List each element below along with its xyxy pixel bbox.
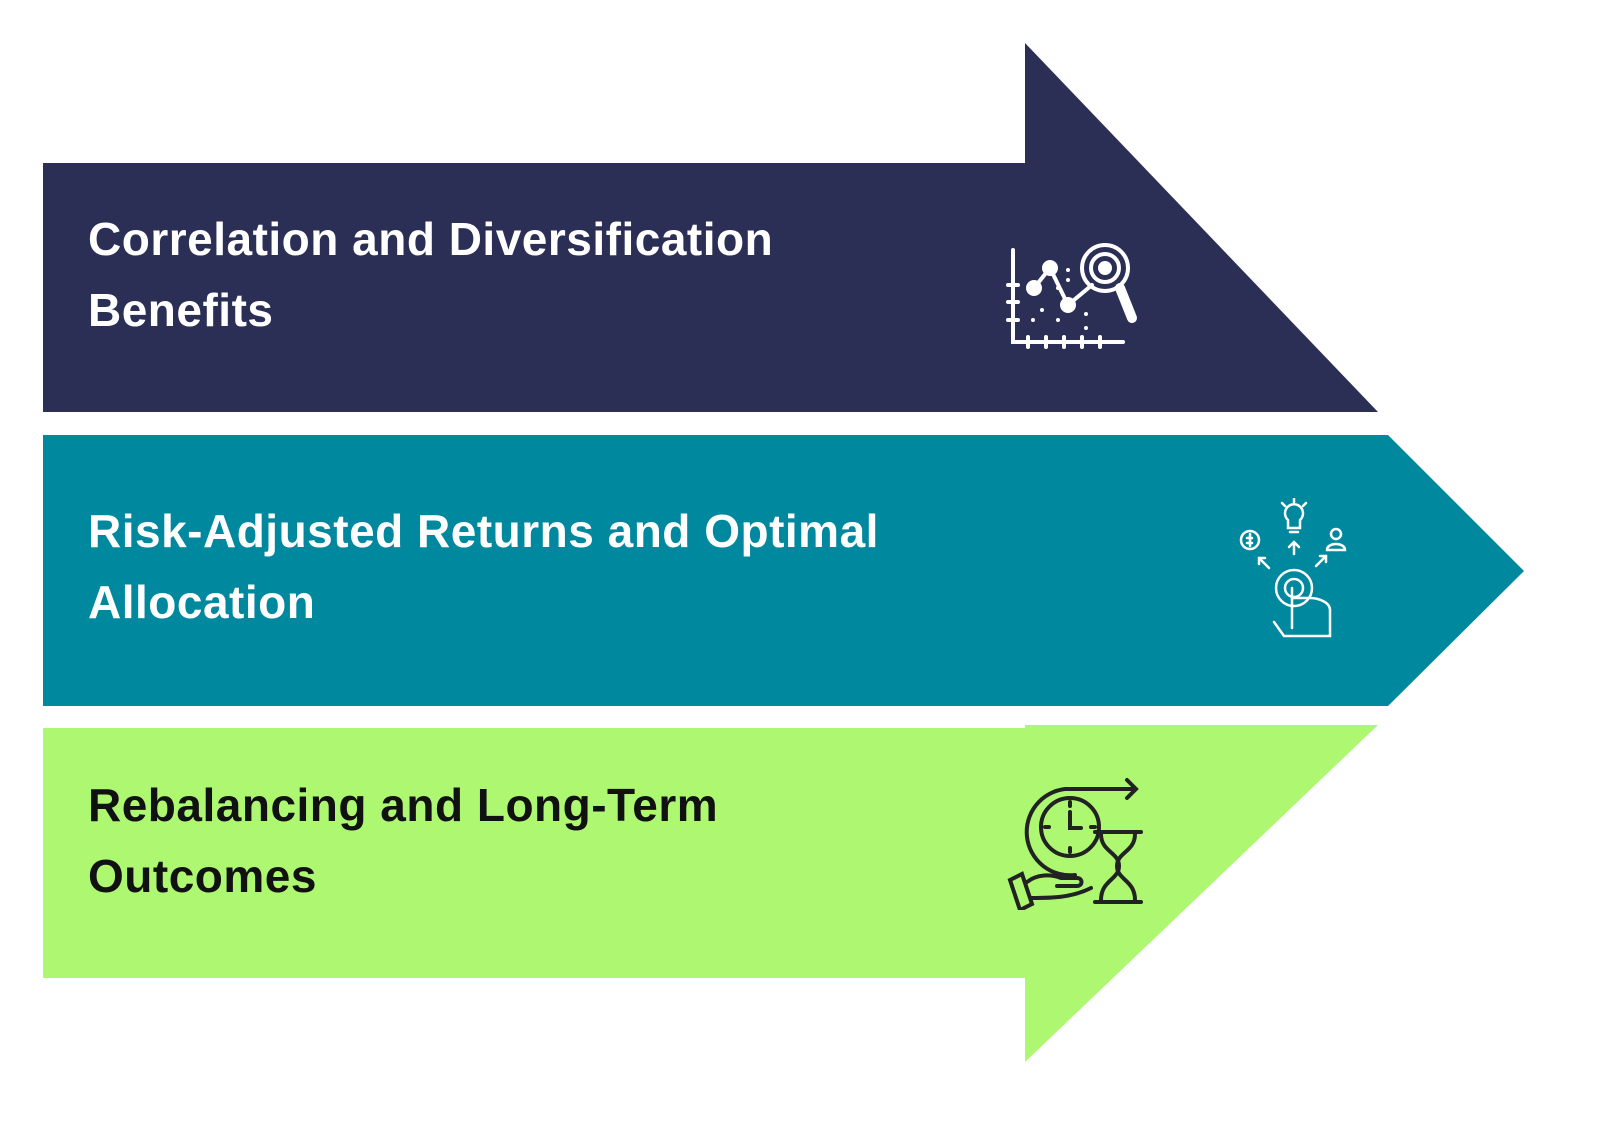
step-1-title: Correlation and Diversification Benefits [88, 204, 773, 346]
step-3-line-2: Outcomes [88, 850, 317, 902]
chart-magnifier-icon [1006, 243, 1137, 349]
step-2-title: Risk-Adjusted Returns and Optimal Alloca… [88, 496, 879, 638]
step-2-line-2: Allocation [88, 576, 316, 628]
gear-hand-options-icon [1239, 498, 1347, 638]
step-1-line-2: Benefits [88, 284, 274, 336]
arrow-step-2 [43, 435, 1524, 706]
step-3-title: Rebalancing and Long-Term Outcomes [88, 770, 718, 912]
step-1-line-1: Correlation and Diversification [88, 213, 774, 265]
step-3-line-1: Rebalancing and Long-Term [88, 779, 719, 831]
clock-hourglass-hand-icon [1007, 778, 1143, 910]
arrow-step-1 [43, 43, 1378, 412]
arrow-step-3 [43, 725, 1378, 1062]
step-2-line-1: Risk-Adjusted Returns and Optimal [88, 505, 879, 557]
